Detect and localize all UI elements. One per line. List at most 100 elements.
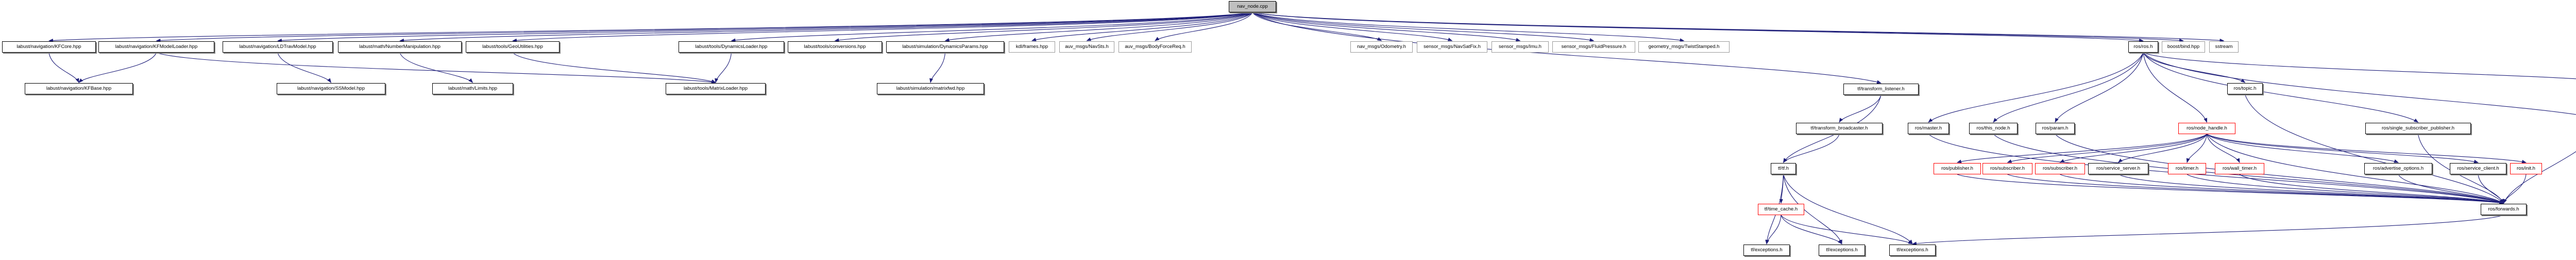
graph-edge (48, 12, 1253, 43)
graph-edge (2207, 134, 2527, 164)
graph-node[interactable]: ros/service_client.h (2450, 163, 2506, 174)
graph-edge (2117, 134, 2207, 163)
graph-node[interactable]: ros/wall_timer.h (2215, 163, 2264, 174)
graph-node[interactable]: ros/subscriber.h (1982, 163, 2032, 174)
graph-edge (2244, 94, 2504, 204)
graph-edge (1993, 134, 2504, 204)
graph-edge (2143, 52, 2246, 83)
graph-edge (1252, 12, 1595, 42)
graph-edge (731, 12, 1253, 42)
graph-node[interactable]: labust/tools/MatrixLoader.hpp (666, 83, 766, 94)
graph-edge (512, 12, 1253, 42)
graph-edge (277, 52, 332, 83)
graph-edge (2143, 52, 2576, 115)
graph-edge (2059, 134, 2207, 163)
graph-edge (48, 52, 79, 83)
graph-node[interactable]: ros/timer.h (2168, 163, 2206, 174)
graph-node[interactable]: labust/navigation/KFModelLoader.hpp (98, 41, 214, 53)
graph-node[interactable]: tf/transform_listener.h (1843, 84, 1919, 95)
graph-node[interactable]: auv_msgs/NavSts.h (1059, 41, 1114, 53)
graph-node[interactable]: ros/master.h (1908, 123, 1949, 134)
graph-node[interactable]: geometry_msgs/TwistStamped.h (1638, 41, 1730, 53)
graph-node[interactable]: labust/math/Limits.hpp (432, 83, 513, 94)
graph-edge (929, 52, 946, 83)
graph-node[interactable]: nav_msgs/Odometry.h (1350, 41, 1413, 53)
graph-edge (1957, 174, 2504, 205)
graph-edge (1252, 12, 2225, 42)
graph-node[interactable]: labust/navigation/KFBase.hpp (25, 83, 133, 94)
graph-node[interactable]: ros/forwards.h (2481, 204, 2527, 215)
graph-edge (2417, 134, 2504, 204)
graph-node[interactable]: kdl/frames.hpp (1009, 41, 1055, 53)
graph-node[interactable]: labust/navigation/KFCore.hpp (2, 41, 96, 53)
graph-node[interactable]: ros/ros.h (2128, 41, 2158, 53)
graph-edge (2239, 174, 2504, 204)
graph-node[interactable]: ros/publisher.h (1934, 163, 1981, 174)
graph-node[interactable]: labust/navigation/SSModel.hpp (277, 83, 385, 94)
graph-edge (2118, 174, 2504, 204)
graph-node[interactable]: sstream (2209, 41, 2239, 53)
graph-edge (944, 12, 1253, 42)
graph-edge (2143, 52, 2576, 79)
graph-node[interactable]: ros/topic.h (2227, 83, 2263, 94)
graph-edge (1928, 52, 2144, 123)
graph-node[interactable]: auv_msgs/BodyForceReq.h (1118, 41, 1192, 53)
graph-node[interactable]: tf/time_cache.h (1758, 204, 1804, 215)
graph-edge (399, 52, 473, 83)
graph-edge (156, 52, 716, 84)
graph-node[interactable]: ros/init.h (2510, 163, 2542, 174)
graph-node[interactable]: sensor_msgs/Imu.h (1492, 41, 1549, 53)
graph-edge (2143, 52, 2208, 123)
graph-edge (1086, 12, 1253, 41)
graph-node[interactable]: sensor_msgs/FluidPressure.h (1552, 41, 1635, 53)
graph-edge (2207, 134, 2479, 164)
graph-edge (2060, 174, 2504, 205)
graph-edge (2055, 134, 2504, 204)
graph-node[interactable]: ros/node_handle.h (2178, 123, 2235, 134)
graph-edge (2007, 174, 2504, 205)
graph-edge (1766, 215, 1782, 245)
graph-node[interactable]: ros/param.h (2036, 123, 2075, 134)
graph-node[interactable]: sensor_msgs/NavSatFix.h (1417, 41, 1487, 53)
graph-edge (1993, 52, 2144, 123)
graph-root-node[interactable]: nav_node.cpp (1229, 1, 1276, 12)
graph-edge (1252, 12, 1382, 41)
graph-edge (277, 12, 1253, 42)
graph-node[interactable]: ros/single_subscriber_publisher.h (2365, 123, 2471, 134)
graph-edge (1928, 134, 2504, 204)
graph-edge (399, 12, 1253, 42)
graph-edge (1252, 12, 1882, 84)
graph-node[interactable]: ros/advertise_options.h (2364, 163, 2432, 174)
graph-edge (1765, 174, 1784, 245)
graph-edge (1781, 215, 1842, 245)
graph-node[interactable]: labust/simulation/matrixfwd.hpp (877, 83, 984, 94)
graph-edge (2206, 134, 2240, 163)
graph-node[interactable]: tf/transform_broadcaster.h (1796, 123, 1883, 134)
graph-node[interactable]: labust/tools/DynamicsLoader.hpp (679, 41, 784, 53)
graph-node[interactable]: labust/navigation/LDTravModel.hpp (223, 41, 333, 53)
graph-node[interactable]: tf/exceptions.h (1889, 245, 1936, 256)
graph-edge (2186, 134, 2208, 163)
graph-edge (1252, 12, 1521, 42)
graph-node[interactable]: labust/tools/GeoUtilities.hpp (466, 41, 560, 53)
graph-node[interactable]: tf/exceptions.h (1819, 245, 1865, 256)
graph-edge (2187, 174, 2504, 204)
graph-edge (1155, 12, 1253, 41)
graph-node[interactable]: ros/this_node.h (1969, 123, 2018, 134)
graph-node[interactable]: labust/math/NumberManipulation.hpp (338, 41, 462, 53)
graph-edge (1252, 12, 1453, 41)
graph-node[interactable]: labust/simulation/DynamicsParams.hpp (886, 41, 1004, 53)
graph-edge (2055, 52, 2144, 123)
graph-edge (2503, 151, 2576, 204)
graph-node[interactable]: ros/service_server.h (2088, 163, 2148, 174)
graph-node[interactable]: boost/bind.hpp (2162, 41, 2205, 53)
graph-edge (2503, 174, 2527, 204)
graph-node[interactable]: tf/tf.h (1771, 163, 1796, 174)
graph-edge (1783, 174, 1842, 245)
graph-edge (156, 12, 1253, 42)
graph-node[interactable]: tf/exceptions.h (1743, 245, 1790, 256)
graph-node[interactable]: labust/tools/conversions.hpp (788, 41, 882, 53)
graph-node[interactable]: ros/subscriber.h (2035, 163, 2085, 174)
